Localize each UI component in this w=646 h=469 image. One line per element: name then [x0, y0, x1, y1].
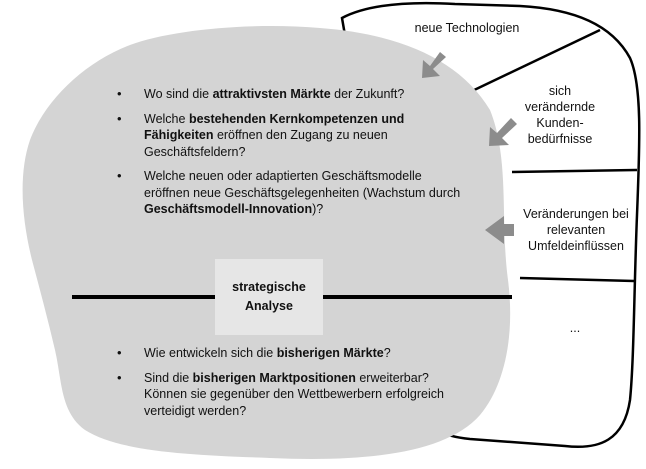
- strategic-analysis-label: strategische: [232, 280, 306, 294]
- strategic-analysis-box: strategische Analyse: [215, 259, 323, 335]
- list-item: Sind die bisherigen Marktpositionen erwe…: [117, 370, 472, 420]
- arrow-customer-needs-icon: [489, 118, 517, 146]
- trend-new-technologies: neue Technologien: [414, 21, 520, 35]
- current-questions-list: Wie entwickeln sich die bisherigen Märkt…: [117, 345, 472, 427]
- trend-customer-needs-line: verändernde: [524, 100, 596, 114]
- trends-divider-2: [511, 168, 638, 174]
- trend-environment-line: relevanten: [546, 223, 606, 237]
- arrow-new-tech-icon: [422, 52, 446, 78]
- list-item: Wie entwickeln sich die bisherigen Märkt…: [117, 345, 472, 362]
- list-item: Welche bestehenden Kernkompetenzen und F…: [117, 111, 462, 161]
- trends-divider-1: [469, 28, 601, 94]
- strategic-analysis-label: Analyse: [245, 299, 293, 313]
- trend-customer-needs-line: Kunden-: [536, 116, 584, 130]
- trend-customer-needs-line: bedürfnisse: [527, 132, 593, 146]
- trend-more: ...: [569, 321, 581, 335]
- future-questions-list: Wo sind die attraktivsten Märkte der Zuk…: [117, 86, 462, 226]
- arrow-environment-icon: [485, 216, 514, 244]
- list-item: Wo sind die attraktivsten Märkte der Zuk…: [117, 86, 462, 103]
- list-item: Welche neuen oder adaptierten Geschäftsm…: [117, 168, 462, 218]
- trend-environment-line: Veränderungen bei: [523, 207, 629, 221]
- trend-customer-needs: sich verändernde Kunden- bedürfnisse: [515, 83, 605, 147]
- trend-customer-needs-line: sich: [548, 84, 572, 98]
- trends-divider-3: [519, 276, 635, 283]
- trend-environment: Veränderungen bei relevanten Umfeldeinfl…: [514, 206, 638, 254]
- trend-environment-line: Umfeldeinflüssen: [528, 239, 624, 253]
